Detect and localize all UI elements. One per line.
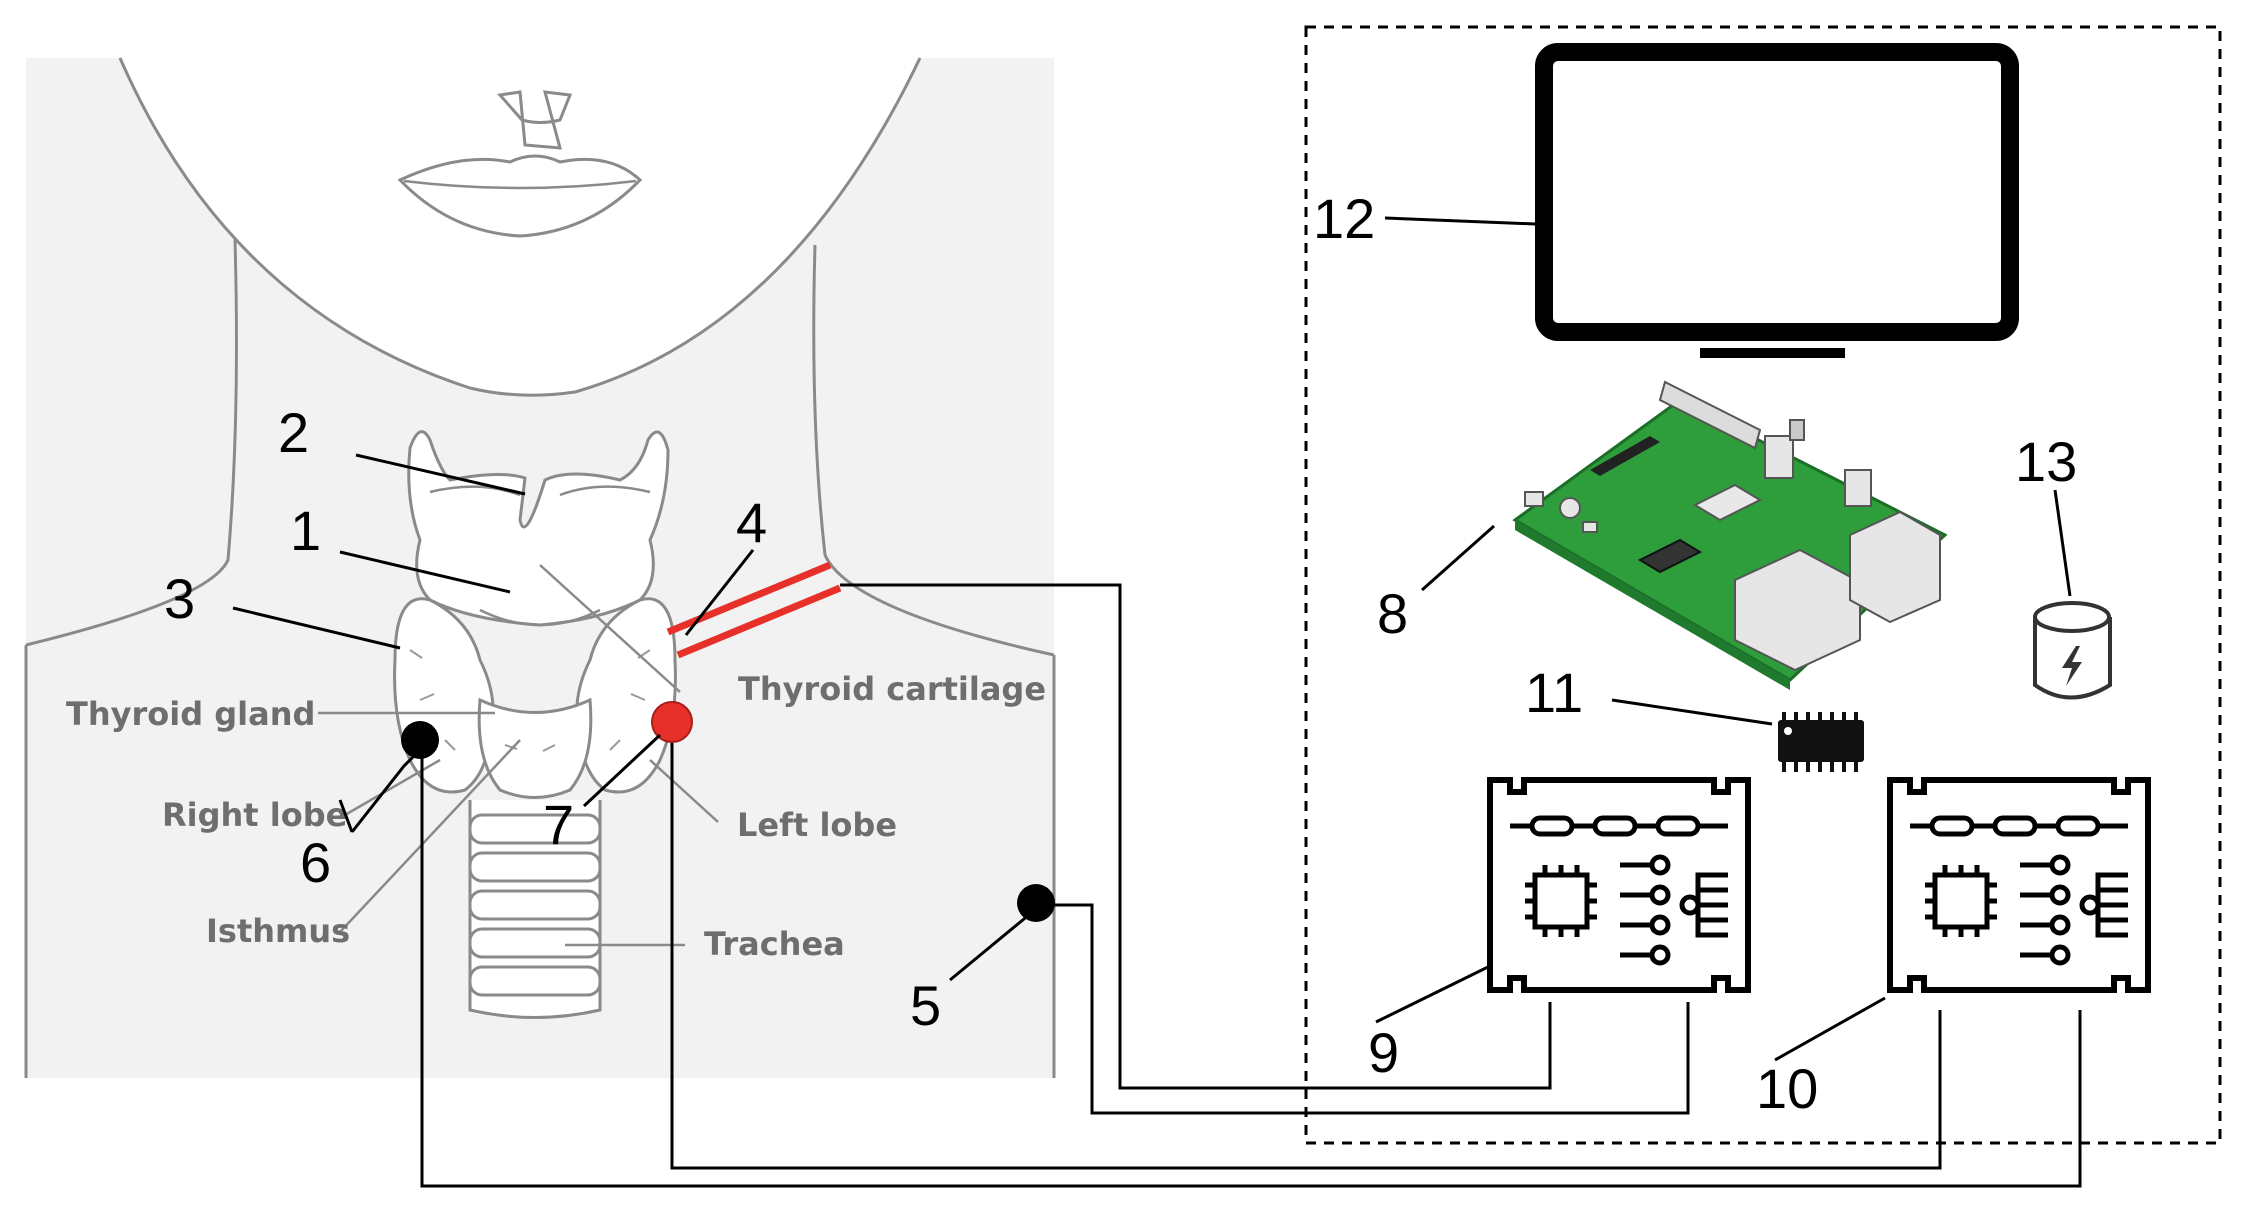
neck-left — [25, 239, 238, 647]
wires — [420, 583, 2082, 1188]
label-right-lobe: Right lobe — [162, 796, 347, 834]
label-isthmus: Isthmus — [206, 912, 350, 950]
wire-electrode-5 — [1038, 903, 1690, 1115]
cartilage-notch — [479, 608, 601, 627]
battery-icon — [2033, 601, 2112, 700]
callout-9: 9 — [1368, 1021, 1399, 1084]
thyroid-texture — [409, 649, 651, 752]
lips-line — [403, 179, 637, 190]
electrode-5 — [1017, 884, 1055, 922]
callout-6: 6 — [300, 831, 331, 894]
callout-2: 2 — [278, 401, 309, 464]
label-left-lobe: Left lobe — [737, 806, 897, 844]
nose — [497, 90, 573, 150]
lips — [397, 154, 643, 238]
callout-4: 4 — [736, 491, 767, 554]
callout-8: 8 — [1377, 582, 1408, 645]
anatomy-leaders — [318, 564, 719, 947]
wire-electrode-7 — [670, 722, 1942, 1170]
trachea-rings — [468, 800, 602, 1019]
wire-electrode-4 — [840, 583, 1552, 1090]
thyroid-isthmus — [477, 697, 593, 799]
device-enclosure — [1304, 25, 2222, 1145]
microchip-icon — [1778, 712, 1864, 772]
electrode-6 — [401, 721, 439, 759]
wire-electrode-6 — [420, 742, 2082, 1188]
circuit-module-icon-10 — [1887, 777, 2151, 993]
neck-right — [812, 244, 1055, 657]
callout-1: 1 — [290, 499, 321, 562]
callout-3: 3 — [164, 567, 195, 630]
single-board-computer-icon — [1512, 380, 1948, 690]
circuit-module-icon-9 — [1487, 777, 1751, 993]
callout-11: 11 — [1525, 661, 1583, 724]
electrode-7 — [651, 701, 693, 743]
label-thyroid-cartilage: Thyroid cartilage — [738, 670, 1046, 708]
label-trachea: Trachea — [704, 925, 845, 963]
strip-electrode-4 — [666, 561, 842, 659]
callout-leaders — [232, 216, 2072, 1062]
callout-5: 5 — [910, 974, 941, 1037]
callout-7: 7 — [543, 793, 574, 856]
callout-13: 13 — [2015, 430, 2077, 493]
label-thyroid-gland: Thyroid gland — [66, 695, 315, 733]
anatomy-panel: Thyroid gland Right lobe Isthmus Thyroid… — [24, 57, 1056, 1078]
monitor-icon — [1535, 43, 2019, 358]
callout-10: 10 — [1756, 1057, 1818, 1120]
callout-12: 12 — [1313, 187, 1375, 250]
